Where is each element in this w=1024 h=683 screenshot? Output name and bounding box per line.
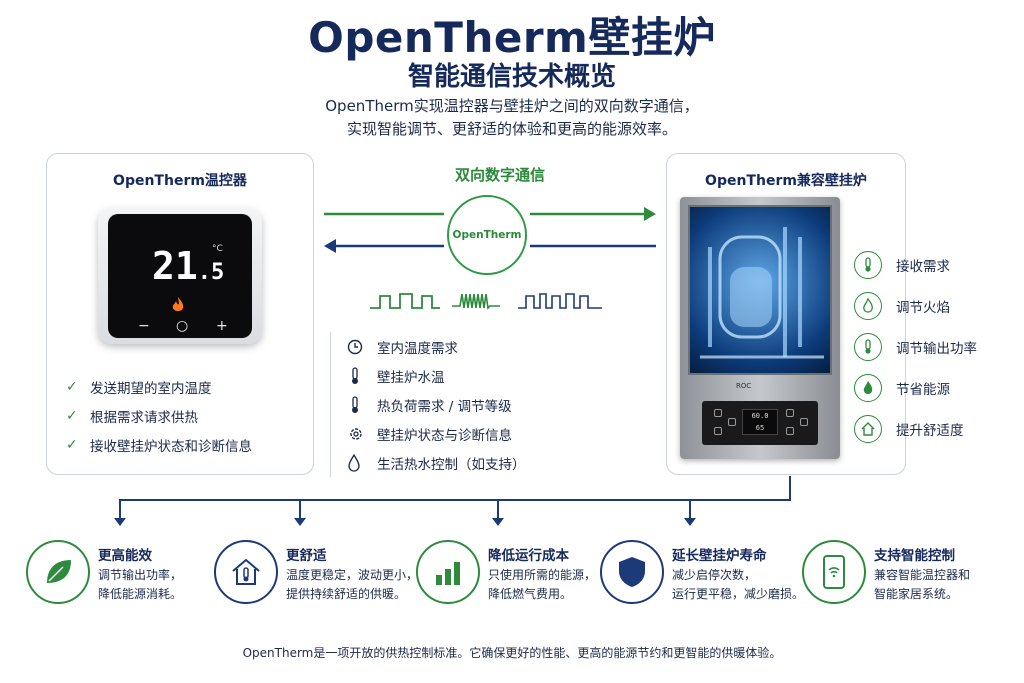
list-item: 调节输出功率 [854, 326, 977, 367]
thermostat-panel-title: OpenTherm温控器 [113, 173, 247, 189]
page-subtitle: 智能通信技术概览 [407, 62, 616, 92]
benefit-text: 提供持续舒适的供暖。 [286, 587, 407, 601]
arrow-right-icon [324, 207, 656, 221]
home-icon [854, 414, 882, 443]
checkmark-icon: ✓ [66, 378, 78, 395]
opentherm-protocol-badge: OpenTherm [447, 195, 527, 275]
boiler-button[interactable] [786, 409, 794, 417]
thermostat-minus-button[interactable]: − [138, 318, 150, 334]
benefit-text: 只使用所需的能源， [488, 568, 597, 582]
benefit-text: 运行更平稳，减少磨损。 [672, 587, 805, 601]
boiler-button[interactable] [728, 418, 736, 426]
benefit-text: 调节输出功率， 降低能源消耗。 [98, 566, 182, 604]
list-item: 调节火焰 [854, 285, 977, 326]
thermostat-unit: °C [212, 244, 223, 254]
bar-chart-icon [416, 540, 480, 604]
benefit-text: 降低燃气费用。 [488, 587, 573, 601]
communication-arrows [324, 207, 656, 253]
gear-icon [347, 425, 377, 443]
leaf-icon [26, 540, 90, 604]
thermometer-icon [854, 250, 882, 279]
flame-icon [854, 373, 882, 402]
boiler-panel-title: OpenTherm兼容壁挂炉 [705, 173, 867, 189]
boiler-brand: ROC [736, 382, 752, 390]
list-item: 壁挂炉水温 [347, 361, 560, 390]
thermostat-plus-button[interactable]: + [216, 318, 228, 334]
intro-text: OpenTherm实现温控器与壁挂炉之间的双向数字通信， 实现智能调节、更舒适的… [0, 95, 1024, 141]
boiler-button[interactable] [714, 427, 722, 435]
benefit-title: 支持智能控制 [874, 548, 955, 564]
benefit-text: 降低能源消耗。 [98, 587, 183, 601]
clock-icon [347, 339, 377, 355]
checkmark-icon: ✓ [66, 407, 78, 424]
list-item: 室内温度需求 [347, 332, 560, 361]
thermostat-function-list: ✓发送期望的室内温度 ✓根据需求请求供热 ✓接收壁挂炉状态和诊断信息 [66, 372, 252, 459]
list-item: ✓发送期望的室内温度 [66, 378, 212, 397]
footer-note: OpenTherm是一项开放的供热控制标准。它确保更好的性能、更高的能源节约和更… [242, 646, 782, 660]
boiler-button[interactable] [800, 418, 808, 426]
intro-line-2: 实现智能调节、更舒适的体验和更高的能源效率。 [346, 120, 677, 138]
benefit-text: 只使用所需的能源， 降低燃气费用。 [488, 566, 596, 604]
communication-data-list: 室内温度需求 壁挂炉水温 热负荷需求 / 调节等级 壁挂炉状态与诊断信息 生活热… [330, 332, 560, 477]
list-item: 接收需求 [854, 244, 977, 285]
digital-signal-icon [370, 293, 602, 310]
smartphone-wifi-icon [802, 540, 866, 604]
benefit-text: 温度更稳定，波动更小， [286, 568, 419, 582]
arrow-left-icon [324, 239, 656, 253]
list-item: ✓根据需求请求供热 [66, 407, 198, 426]
house-thermometer-icon [214, 540, 278, 604]
boiler-internal-view [688, 205, 832, 375]
boiler-button[interactable] [714, 409, 722, 417]
benefit-title: 更高能效 [98, 548, 152, 564]
thermometer-icon [854, 332, 882, 361]
intro-line-1: OpenTherm实现温控器与壁挂炉之间的双向数字通信， [325, 97, 699, 115]
boiler-feature-list: 接收需求 调节火焰 调节输出功率 节省能源 提升舒适度 [854, 244, 977, 449]
thermostat-screen: 21.5 °C − ○ + [108, 214, 252, 338]
benefit-text: 温度更稳定，波动更小， 提供持续舒适的供暖。 [286, 566, 418, 604]
list-item: 节省能源 [854, 367, 977, 408]
benefit-title: 降低运行成本 [488, 548, 569, 564]
list-item: 提升舒适度 [854, 408, 977, 449]
thermostat-temperature: 21.5 [152, 244, 225, 288]
thermostat-device: 21.5 °C − ○ + [98, 208, 262, 344]
benefit-text: 兼容智能温控器和 [874, 568, 971, 582]
shield-icon [600, 540, 664, 604]
benefit-text: 减少启停次数， 运行更平稳，减少磨损。 [672, 566, 804, 604]
page-title: OpenTherm壁挂炉 [308, 13, 716, 62]
benefit-text: 智能家居系统。 [874, 587, 959, 601]
list-item: 壁挂炉状态与诊断信息 [347, 419, 560, 448]
benefit-text: 兼容智能温控器和智能家居系统。 [874, 566, 970, 604]
benefit-text: 减少启停次数， [672, 568, 757, 582]
benefit-connectors [114, 476, 791, 526]
list-item: 生活热水控制（如支持） [347, 448, 560, 477]
list-item: ✓接收壁挂炉状态和诊断信息 [66, 436, 252, 455]
list-item: 热负荷需求 / 调节等级 [347, 390, 560, 419]
thermometer-icon [347, 395, 377, 414]
thermostat-mode-button[interactable]: ○ [176, 318, 189, 334]
communication-label: 双向数字通信 [454, 166, 545, 184]
checkmark-icon: ✓ [66, 436, 78, 453]
water-drop-icon [347, 453, 377, 472]
flame-icon [854, 291, 882, 320]
benefit-title: 延长壁挂炉寿命 [672, 548, 767, 564]
benefit-title: 更舒适 [286, 548, 327, 564]
thermometer-icon [347, 366, 377, 385]
flame-icon [170, 296, 186, 318]
boiler-button[interactable] [786, 427, 794, 435]
benefit-text: 调节输出功率， [98, 568, 183, 582]
